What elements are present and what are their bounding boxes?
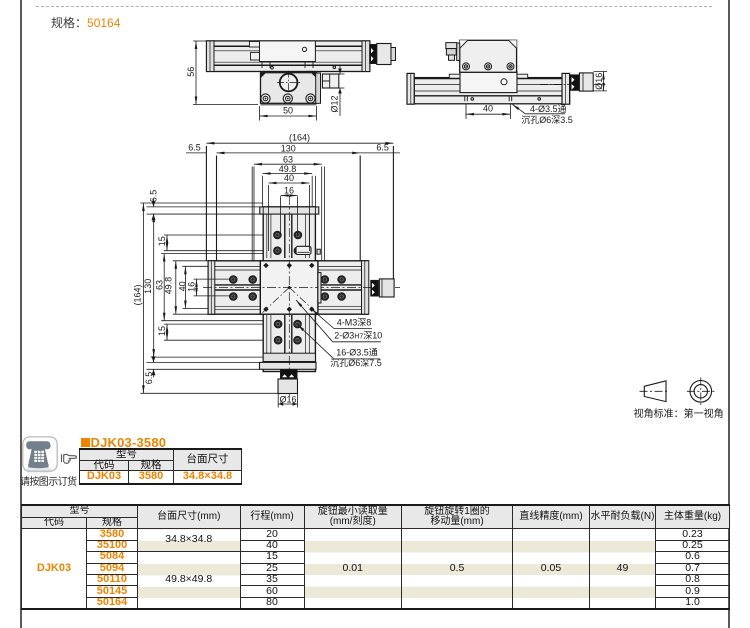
svg-text:49.8: 49.8 [164, 277, 174, 295]
svg-text:56: 56 [186, 67, 196, 77]
svg-text:130: 130 [281, 143, 296, 153]
svg-text:6.5: 6.5 [188, 142, 201, 152]
svg-text:40: 40 [284, 173, 294, 183]
svg-text:沉孔Ø6深7.5: 沉孔Ø6深7.5 [330, 358, 382, 368]
svg-text:Ø16: Ø16 [594, 73, 604, 90]
svg-text:6.5: 6.5 [376, 142, 389, 152]
svg-text:40: 40 [178, 281, 188, 291]
svg-text:130: 130 [143, 279, 153, 294]
svg-text:16: 16 [186, 282, 196, 292]
svg-text:6.5: 6.5 [144, 372, 154, 385]
svg-text:15: 15 [157, 236, 167, 246]
svg-text:4-Ø3.5通: 4-Ø3.5通 [530, 104, 567, 114]
svg-text:(164): (164) [289, 133, 310, 143]
svg-text:50: 50 [283, 106, 293, 116]
svg-text:2-Ø3H7深10: 2-Ø3H7深10 [334, 331, 382, 341]
svg-text:6.5: 6.5 [148, 190, 158, 203]
svg-text:15: 15 [157, 326, 167, 336]
svg-text:(164): (164) [133, 284, 143, 305]
svg-text:视角标准：第一视角: 视角标准：第一视角 [634, 407, 724, 420]
svg-text:Ø16: Ø16 [279, 394, 296, 404]
svg-text:沉孔Ø6深3.5: 沉孔Ø6深3.5 [521, 115, 573, 125]
svg-text:63: 63 [155, 280, 165, 290]
svg-text:40: 40 [483, 104, 493, 114]
svg-text:49.8: 49.8 [279, 164, 297, 174]
svg-text:4-M3深8: 4-M3深8 [337, 317, 372, 327]
svg-text:16: 16 [284, 185, 294, 195]
svg-text:Ø12: Ø12 [330, 95, 340, 112]
svg-text:16-Ø3.5通: 16-Ø3.5通 [336, 348, 378, 358]
svg-text:63: 63 [283, 154, 293, 164]
